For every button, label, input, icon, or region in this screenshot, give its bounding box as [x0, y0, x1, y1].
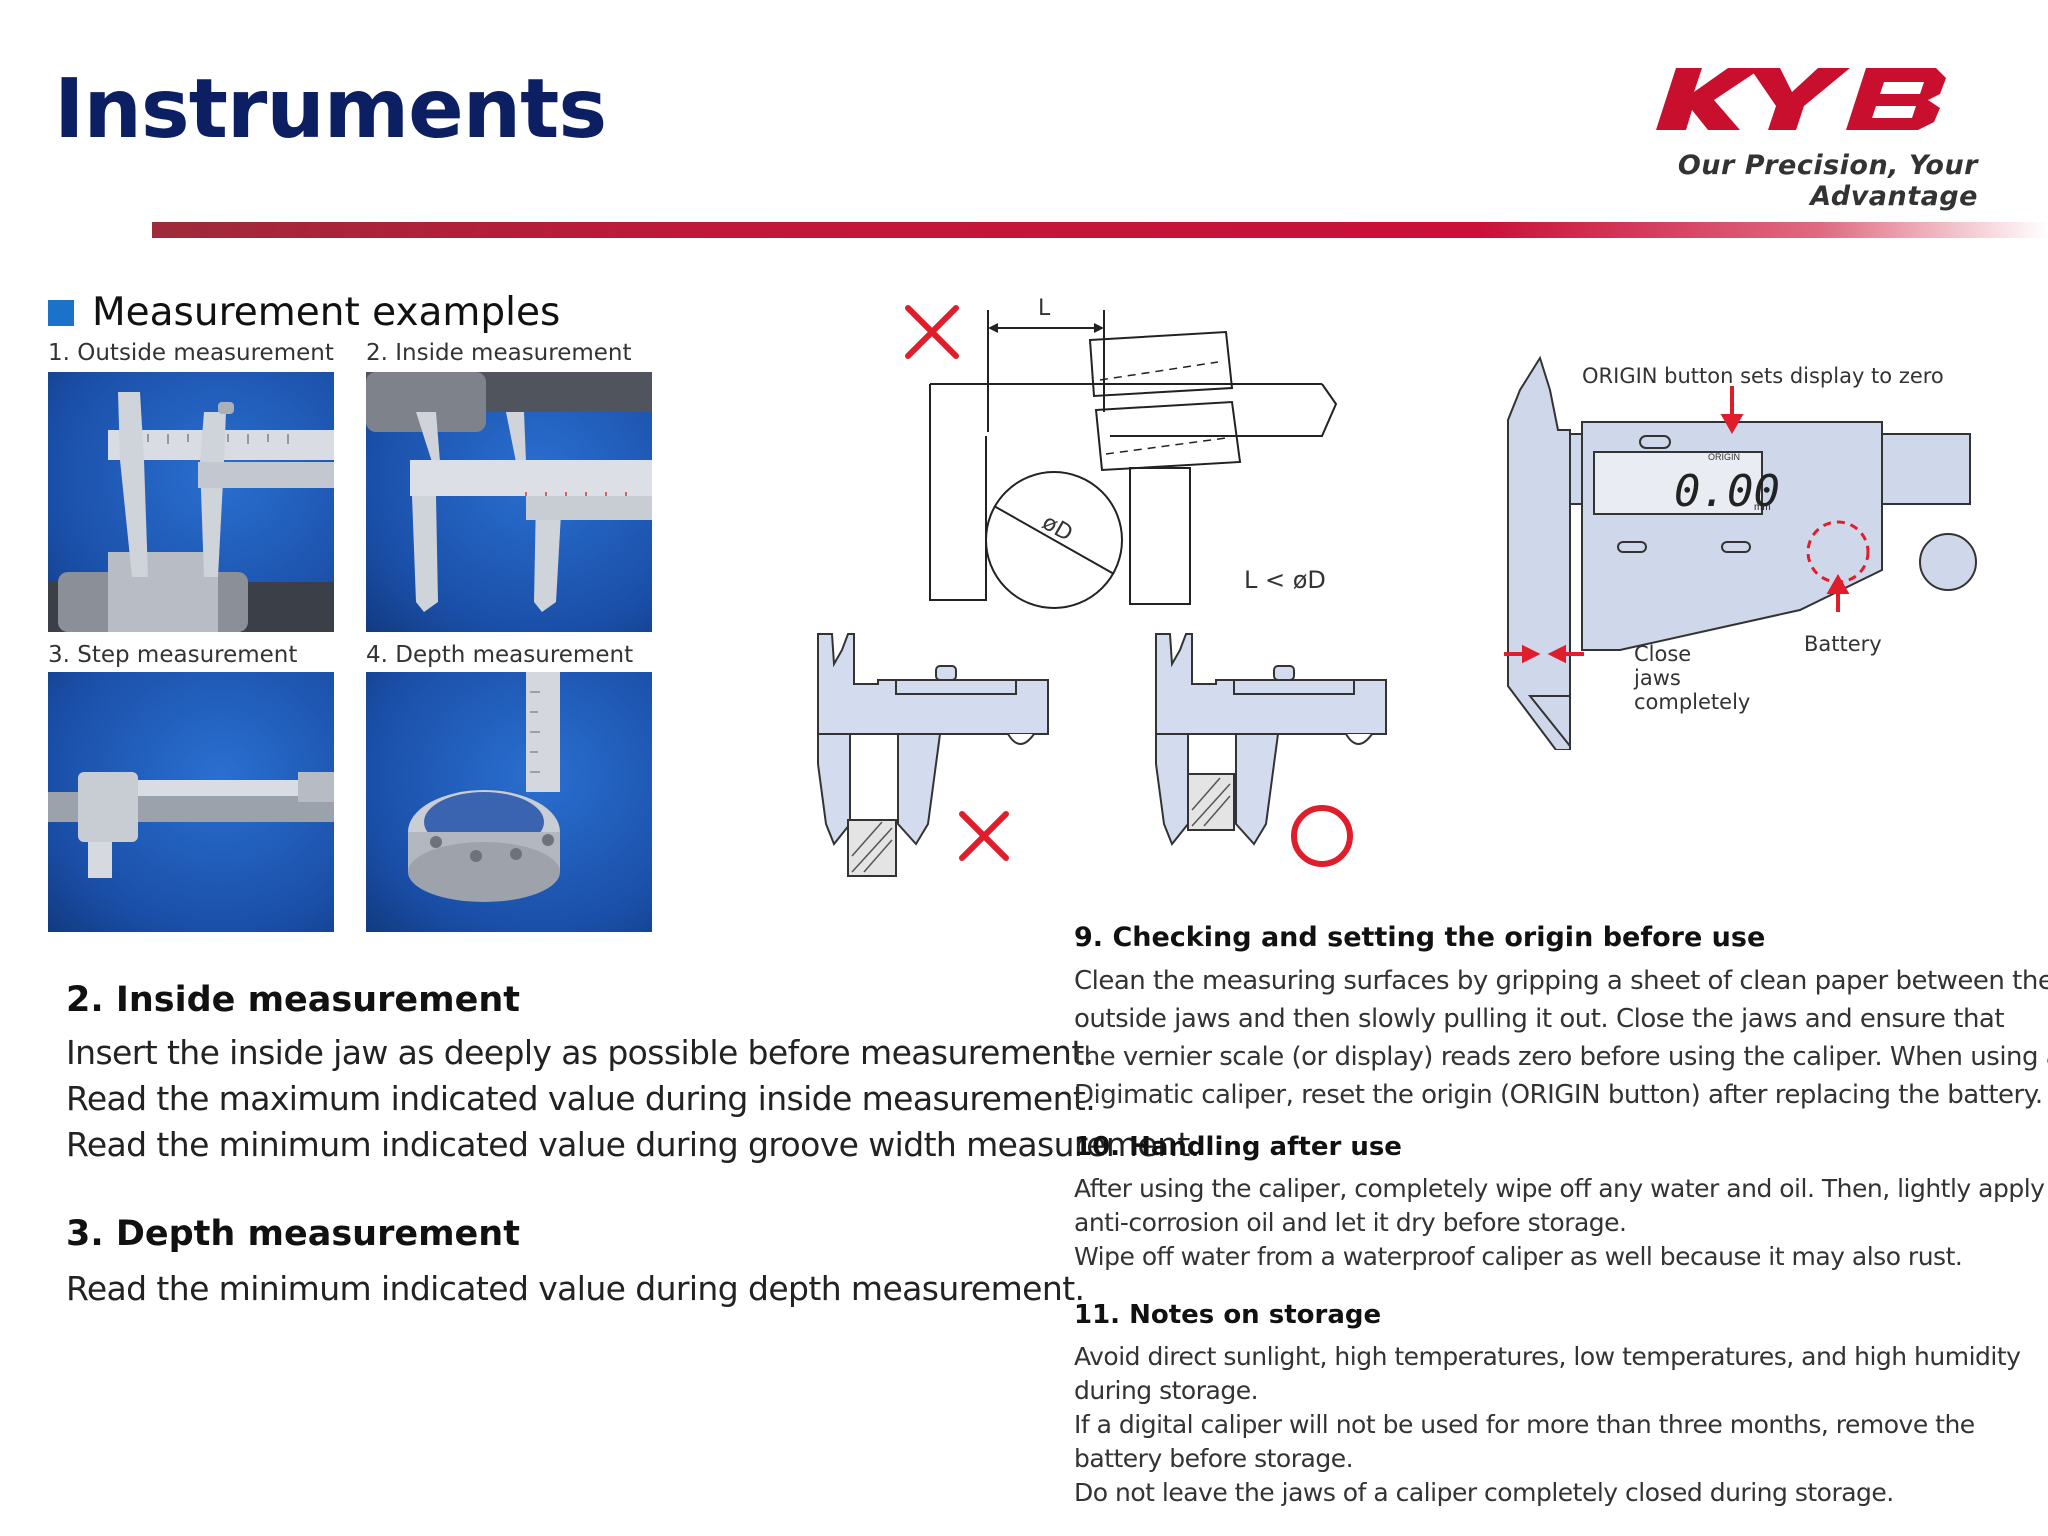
inside-measurement-text: Insert the inside jaw as deeply as possi…	[66, 1030, 1200, 1168]
lcd-display-unit: mm	[1754, 502, 1771, 513]
depth-measurement-text: Read the minimum indicated value during …	[66, 1266, 1085, 1312]
text-line: anti-corrosion oil and let it dry before…	[1074, 1208, 1627, 1237]
groove-right-diagram	[1136, 624, 1436, 884]
text-line: battery before storage.	[1074, 1444, 1354, 1473]
square-bullet-icon	[48, 299, 74, 326]
handling-text: After using the caliper, completely wipe…	[1074, 1172, 2045, 1274]
origin-check-text: Clean the measuring surfaces by gripping…	[1074, 962, 2048, 1114]
depth-measurement-heading: 3. Depth measurement	[66, 1214, 520, 1254]
text-line: the vernier scale (or display) reads zer…	[1074, 1042, 2048, 1072]
photo-step-measurement	[48, 672, 334, 932]
section-heading: Measurement examples	[48, 290, 560, 335]
text-line: Avoid direct sunlight, high temperatures…	[1074, 1342, 2021, 1371]
handling-heading: 10. Handling after use	[1074, 1132, 1402, 1162]
lcd-display-value: 0.00	[1674, 466, 1780, 517]
photo-outside-measurement	[48, 372, 334, 632]
text-line: Read the minimum indicated value during …	[66, 1269, 1085, 1308]
origin-note: ORIGIN button sets display to zero	[1582, 364, 1944, 388]
origin-check-heading: 9. Checking and setting the origin befor…	[1074, 922, 1766, 953]
text-line: Digimatic caliper, reset the origin (ORI…	[1074, 1080, 2043, 1110]
digital-caliper-diagram	[1500, 350, 1980, 750]
header-divider-bar	[152, 222, 2048, 238]
text-line: Read the maximum indicated value during …	[66, 1079, 1096, 1118]
text-line: If a digital caliper will not be used fo…	[1074, 1410, 1975, 1439]
text-line: during storage.	[1074, 1376, 1259, 1405]
photo-inside-measurement	[366, 372, 652, 632]
page-title: Instruments	[54, 62, 607, 157]
jaw-cylinder-diagram	[890, 292, 1350, 622]
close-jaws-label: Close jaws completely	[1634, 642, 1751, 714]
storage-text: Avoid direct sunlight, high temperatures…	[1074, 1340, 2021, 1510]
photo-depth-measurement	[366, 672, 652, 932]
text-line: After using the caliper, completely wipe…	[1074, 1174, 2045, 1203]
logo-tagline: Our Precision, Your Advantage	[1677, 150, 1978, 212]
origin-button-label: ORIGIN	[1708, 452, 1741, 462]
photo-label-outside: 1. Outside measurement	[48, 340, 334, 366]
battery-label: Battery	[1804, 632, 1882, 656]
photo-label-step: 3. Step measurement	[48, 642, 298, 668]
storage-heading: 11. Notes on storage	[1074, 1300, 1382, 1330]
kyb-logo	[1640, 60, 1970, 190]
text-line: Insert the inside jaw as deeply as possi…	[66, 1033, 1094, 1072]
groove-wrong-diagram	[798, 624, 1098, 884]
photo-label-depth: 4. Depth measurement	[366, 642, 634, 668]
length-label: L	[1038, 296, 1051, 321]
text-line: Do not leave the jaws of a caliper compl…	[1074, 1478, 1894, 1507]
text-line: Wipe off water from a waterproof caliper…	[1074, 1242, 1963, 1271]
inside-measurement-heading: 2. Inside measurement	[66, 980, 521, 1020]
text-line: outside jaws and then slowly pulling it …	[1074, 1004, 2005, 1034]
photo-label-inside: 2. Inside measurement	[366, 340, 632, 366]
condition-label: L < øD	[1244, 566, 1326, 594]
section-heading-text: Measurement examples	[92, 290, 561, 335]
text-line: Read the minimum indicated value during …	[66, 1125, 1200, 1164]
text-line: Clean the measuring surfaces by gripping…	[1074, 966, 2048, 996]
